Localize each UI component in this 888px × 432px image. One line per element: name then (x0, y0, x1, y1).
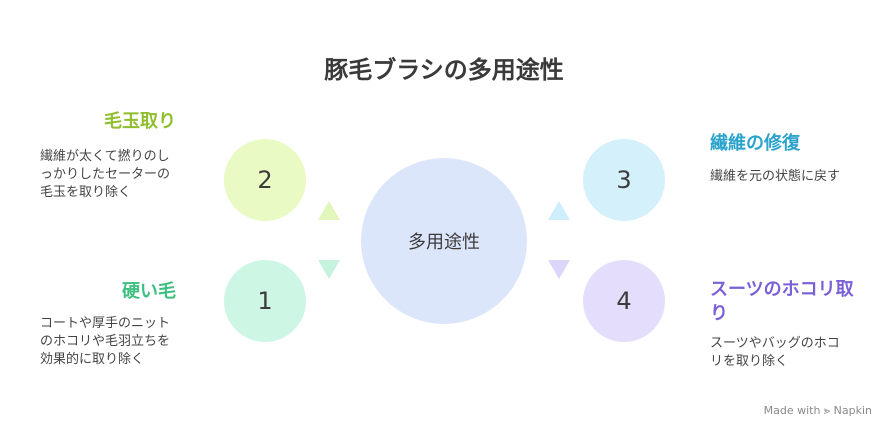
heading-pilling-removal: 毛玉取り (104, 111, 176, 132)
heading-fiber-restoration: 繊維の修復 (710, 133, 800, 154)
center-circle: 多用途性 (361, 158, 527, 324)
circle-number-2: 2 (224, 139, 306, 221)
watermark-text: Made with ⪢ Napkin (763, 404, 872, 417)
napkin-watermark: Made with ⪢ Napkin (764, 404, 872, 418)
page-title: 豚毛ブラシの多用途性 (324, 56, 564, 84)
arrow-down-right-icon (548, 260, 570, 279)
circle-number-4: 4 (583, 260, 665, 342)
heading-suit-dust-removal: スーツのホコリ取り (710, 279, 854, 324)
circle-number-1: 1 (224, 260, 306, 342)
arrow-up-left-icon (318, 201, 340, 220)
heading-stiff-bristles: 硬い毛 (122, 281, 176, 302)
desc-fiber-restoration: 繊維を元の状態に戻す (710, 169, 841, 184)
circle-number-3: 3 (583, 139, 665, 221)
desc-suit-dust-removal: スーツやバッグのホコリを取り除く (710, 336, 840, 369)
arrow-down-left-icon (318, 260, 340, 279)
desc-stiff-bristles: コートや厚手のニットのホコリや毛羽立ちを効果的に取り除く (40, 316, 171, 367)
arrow-up-right-icon (548, 201, 570, 220)
desc-pilling-removal: 繊維が太くて撚りのしっかりしたセーターの毛玉を取り除く (40, 149, 171, 200)
